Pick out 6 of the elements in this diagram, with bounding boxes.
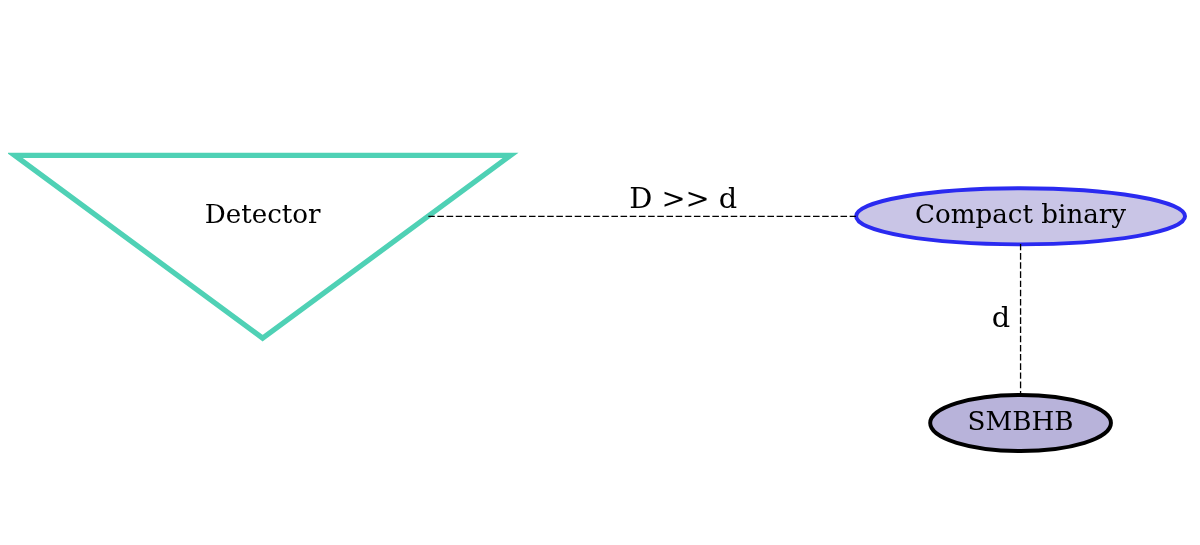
node-ellipse: Compact binary: [854, 186, 1187, 247]
connector: [427, 215, 857, 217]
edge-label: d: [991, 300, 1011, 334]
edge-label: D >> d: [629, 180, 738, 215]
node-ellipse: SMBHB: [928, 393, 1113, 453]
connector: [1019, 243, 1022, 396]
